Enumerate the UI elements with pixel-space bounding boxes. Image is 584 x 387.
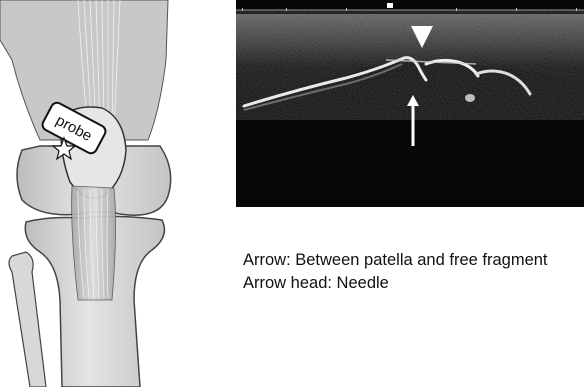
caption-arrow: Arrow: Between patella and free fragment [243, 249, 548, 271]
caption-arrow-head: Arrow head: Needle [243, 272, 389, 294]
knee-illustration: probe [0, 0, 200, 387]
fibula [9, 252, 46, 387]
scale-marker [387, 3, 393, 8]
ultrasound-image [236, 0, 584, 207]
